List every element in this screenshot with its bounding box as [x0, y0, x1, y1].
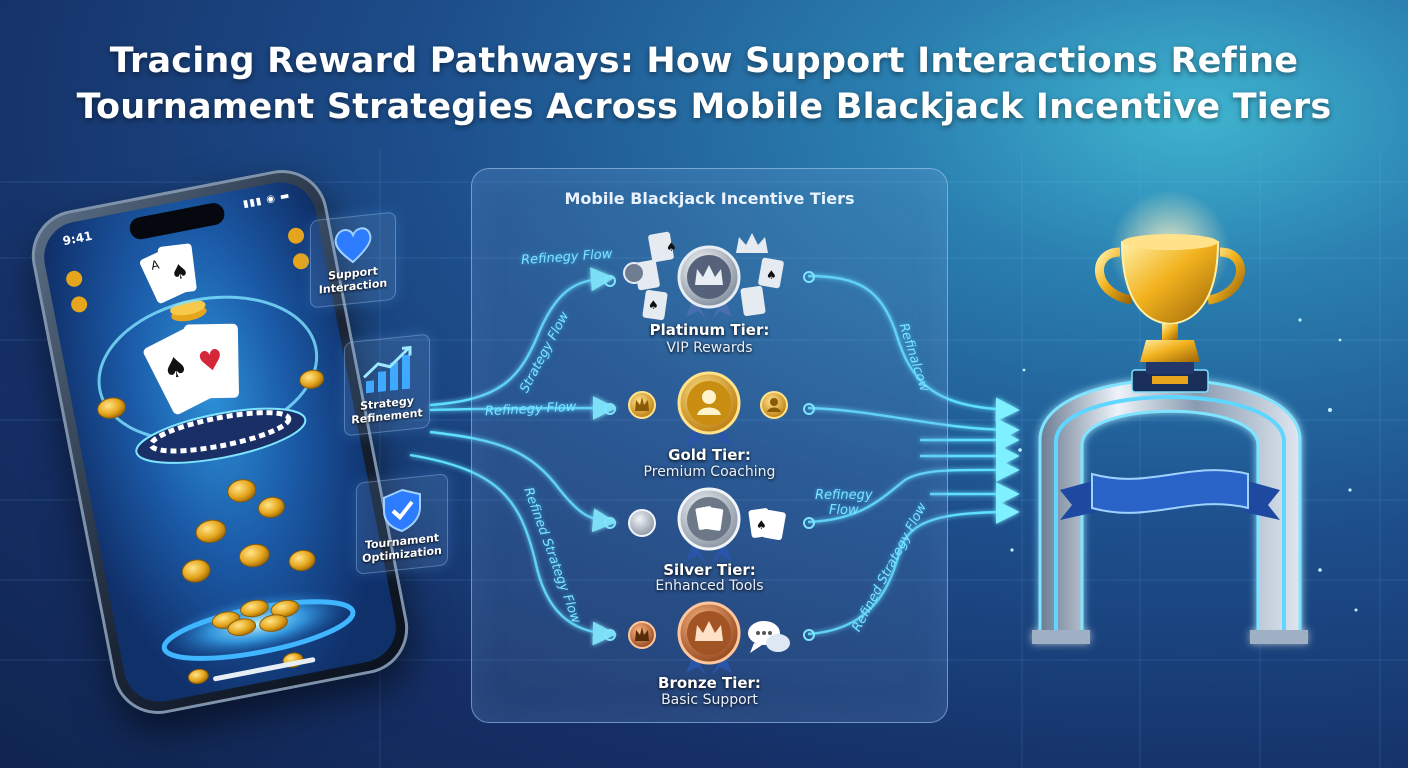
arch-icon [1032, 378, 1308, 644]
incentive-tiers-panel: Mobile Blackjack Incentive Tiers ♠ ♠ [471, 168, 948, 723]
bronze-side-icons [628, 621, 656, 649]
app-icon-right-2 [292, 253, 309, 270]
panel-title: Mobile Blackjack Incentive Tiers [564, 189, 855, 208]
trophy-arch-illustration [1010, 190, 1358, 644]
svg-text:♠: ♠ [666, 240, 677, 254]
silver-medal-icon [677, 487, 741, 563]
svg-text:♠: ♠ [648, 298, 659, 312]
title-line-1: Tracing Reward Pathways: How Support Int… [109, 41, 1299, 81]
tier-desc-gold: Premium Coaching [643, 464, 776, 480]
tier-desc-platinum: VIP Rewards [666, 340, 753, 356]
tier-name-silver: Silver Tier: [663, 561, 756, 579]
phone-illustration: ♠ A ♠ ♥ [66, 227, 356, 685]
silver-side-icons [628, 508, 786, 541]
svg-text:♠: ♠ [756, 518, 767, 532]
platinum-medal-icon [677, 245, 741, 319]
svg-text:♠: ♠ [160, 349, 191, 386]
app-icon-left-2 [71, 296, 88, 313]
gold-coins-icon [97, 369, 325, 685]
svg-text:♠: ♠ [766, 268, 777, 282]
tier-name-gold: Gold Tier: [668, 446, 751, 464]
title-line-2: Tournament Strategies Across Mobile Blac… [76, 87, 1332, 127]
page-title: Tracing Reward Pathways: How Support Int… [0, 38, 1408, 130]
playing-cards-top-icon: ♠ A [139, 243, 197, 304]
app-icon-right-1 [288, 227, 305, 244]
trophy-icon [1095, 234, 1245, 362]
playing-cards-main-icon: ♠ ♥ [143, 323, 239, 415]
sparkles [1010, 318, 1358, 612]
tier-name-bronze: Bronze Tier: [658, 674, 761, 692]
svg-text:♥: ♥ [195, 342, 226, 379]
bronze-medal-icon [677, 601, 741, 675]
gold-side-icons [628, 391, 788, 419]
heart-icon [334, 227, 372, 264]
bar-chart-icon [363, 345, 412, 394]
svg-text:♠: ♠ [169, 258, 191, 285]
shield-check-icon [383, 488, 421, 533]
smartphone: 9:41 ▮▮▮ ◉ ▬ ♠ [23, 162, 417, 722]
speech-bubbles-icon [748, 621, 790, 653]
gold-medal-icon [677, 371, 741, 449]
ribbon-banner-icon [1060, 469, 1280, 520]
platinum-side-icons [623, 231, 784, 321]
tier-name-platinum: Platinum Tier: [649, 321, 770, 339]
phone-screen: 9:41 ▮▮▮ ◉ ▬ ♠ [37, 176, 403, 708]
svg-text:A: A [150, 257, 162, 272]
roulette-table-icon [135, 407, 307, 464]
tier-desc-bronze: Basic Support [661, 692, 758, 708]
app-icon-left-1 [66, 270, 83, 287]
trophy-pedestal [1131, 360, 1209, 393]
tier-desc-silver: Enhanced Tools [655, 578, 764, 594]
tier-icons: ♠ ♠ ♠ [604, 231, 815, 675]
